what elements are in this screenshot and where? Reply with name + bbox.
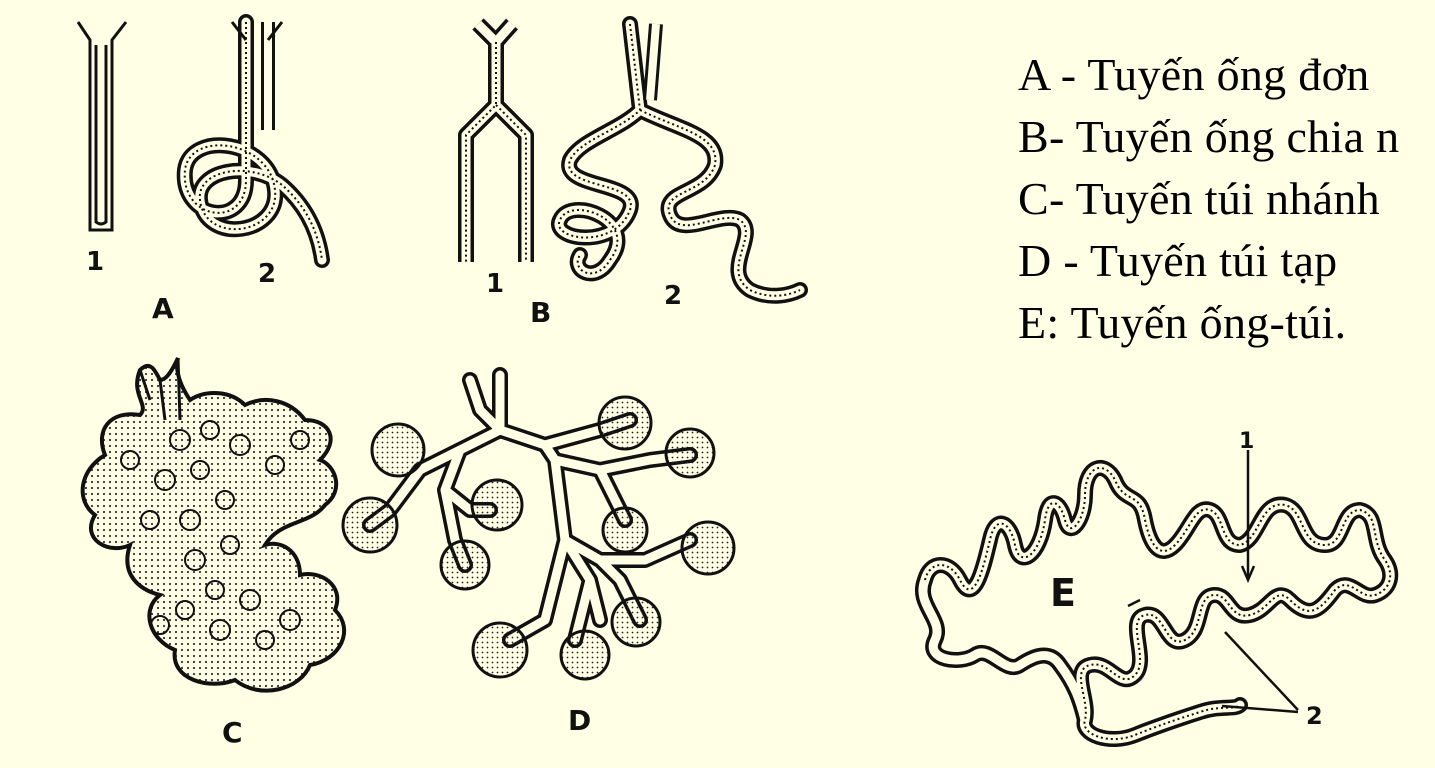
gland-e-number-2: 2 bbox=[1306, 702, 1323, 730]
gland-e-number-1: 1 bbox=[1239, 429, 1254, 454]
legend: A - Tuyến ống đơn B- Tuyến ống chia n C-… bbox=[1018, 44, 1435, 354]
gland-b1-number: 1 bbox=[486, 269, 504, 299]
gland-a1-simple-tube bbox=[78, 22, 126, 230]
legend-item-c: C- Tuyến túi nhánh bbox=[1018, 168, 1435, 230]
legend-item-a: A - Tuyến ống đơn bbox=[1018, 44, 1435, 106]
legend-item-b: B- Tuyến ống chia n bbox=[1018, 106, 1435, 168]
gland-b1-branched-tube bbox=[466, 24, 526, 262]
gland-a1-number: 1 bbox=[86, 247, 104, 277]
legend-item-d: D - Tuyến túi tạp bbox=[1018, 230, 1435, 292]
legend-item-e: E: Tuyến ống-túi. bbox=[1018, 292, 1435, 354]
gland-e-tubulo-acinar bbox=[923, 450, 1390, 739]
gland-b-label: B bbox=[530, 296, 551, 329]
gland-c-label: C bbox=[222, 716, 243, 749]
gland-b2-number: 2 bbox=[664, 281, 682, 311]
gland-a-label: A bbox=[152, 292, 174, 325]
gland-e-label: E bbox=[1050, 571, 1076, 615]
gland-d-compound-acinar bbox=[343, 375, 734, 679]
gland-a2-number: 2 bbox=[258, 259, 276, 289]
gland-a2-coiled-tube bbox=[185, 22, 322, 260]
gland-c-branched-acinar bbox=[83, 358, 344, 691]
gland-b2-branched-coiled-tube bbox=[559, 24, 800, 296]
gland-d-label: D bbox=[568, 704, 591, 737]
